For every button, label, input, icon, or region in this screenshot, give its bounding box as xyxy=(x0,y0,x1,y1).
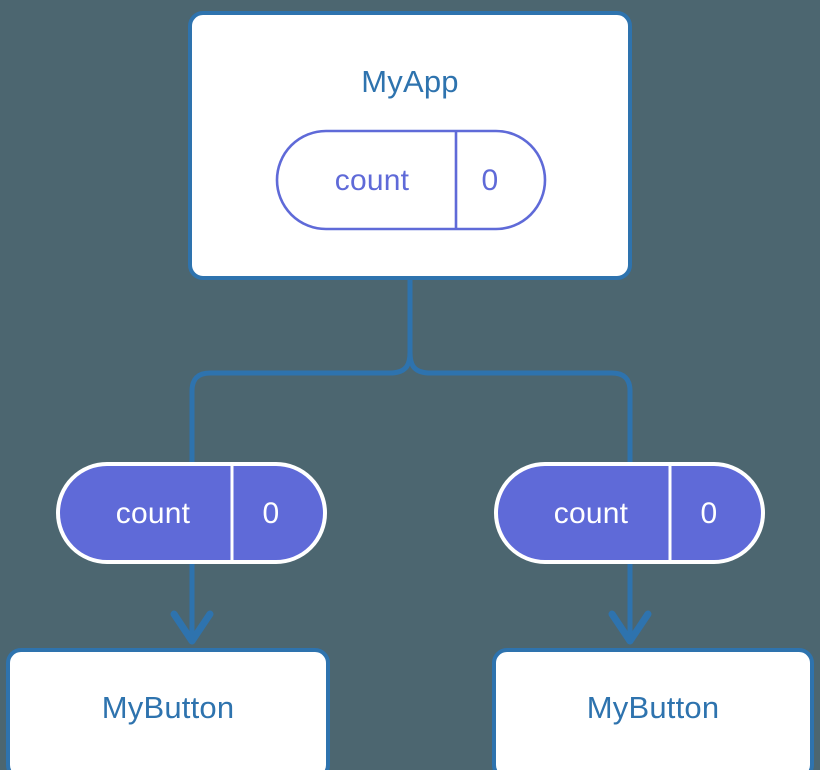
right-prop-arrow-head xyxy=(608,610,652,645)
right-branch-connector xyxy=(407,351,633,470)
root-state-value: 0 xyxy=(482,164,499,197)
root-state-pill[interactable]: count 0 xyxy=(275,129,547,231)
right-child-component-node[interactable]: MyButton xyxy=(492,648,814,770)
root-component-title: MyApp xyxy=(361,64,458,99)
left-branch-connector xyxy=(189,351,413,470)
right-prop-key: count xyxy=(554,497,629,530)
root-state-pill-body[interactable] xyxy=(275,129,547,231)
right-prop-pill-body[interactable] xyxy=(494,462,765,564)
connector-layer xyxy=(170,272,652,645)
left-prop-value: 0 xyxy=(263,497,280,530)
left-child-component-title: MyButton xyxy=(102,690,235,725)
root-state-key: count xyxy=(335,164,410,197)
right-prop-pill[interactable]: count 0 xyxy=(494,462,765,564)
right-child-component-box[interactable] xyxy=(492,648,814,770)
root-component-node[interactable]: MyApp count 0 xyxy=(188,11,632,280)
right-child-component-title: MyButton xyxy=(587,690,720,725)
left-prop-pill[interactable]: count 0 xyxy=(56,462,327,564)
left-prop-key: count xyxy=(116,497,191,530)
left-prop-pill-body[interactable] xyxy=(56,462,327,564)
left-child-component-node[interactable]: MyButton xyxy=(6,648,330,770)
left-child-component-box[interactable] xyxy=(6,648,330,770)
left-prop-arrow-head xyxy=(170,610,214,645)
right-prop-value: 0 xyxy=(701,497,718,530)
